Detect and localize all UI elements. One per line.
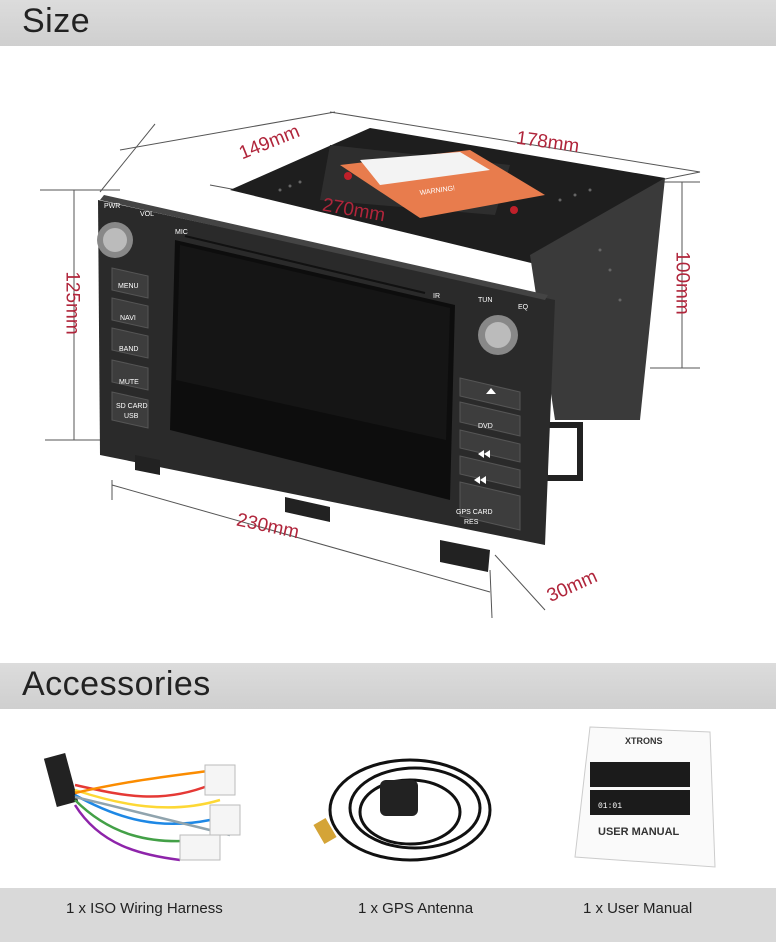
- dim-height-front: 125mm: [61, 271, 83, 335]
- vol-label: VOL: [140, 211, 154, 218]
- band-button-label: BAND: [119, 346, 138, 353]
- gps-antenna-image: [313, 758, 492, 862]
- accessory-label-gps: 1 x GPS Antenna: [358, 900, 474, 917]
- manual-time: 01:01: [598, 802, 622, 811]
- manual-brand: XTRONS: [625, 736, 663, 746]
- tun-label: TUN: [478, 297, 492, 304]
- mic-label: MIC: [175, 229, 188, 236]
- eject-icon: [486, 388, 496, 394]
- accessory-label-harness: 1 x ISO Wiring Harness: [66, 900, 223, 917]
- left-button-column: MENU NAVI BAND MUTE SD CARD USB PWR VOL …: [104, 203, 188, 429]
- dvd-button-label: DVD: [478, 423, 493, 430]
- menu-button-label: MENU: [118, 283, 139, 290]
- next-icon: [474, 476, 486, 484]
- right-button-column: DVD GPS CARD RES: [456, 377, 521, 531]
- car-radio-illustration: WARNING! MENU NAVI BAND MUTE SD CARD USB…: [40, 111, 701, 619]
- user-manual-image: XTRONS 01:01 USER MANUAL: [574, 726, 716, 868]
- size-section-header: Size: [0, 0, 776, 46]
- pwr-label: PWR: [104, 203, 120, 210]
- accessories-label-bar: [0, 888, 776, 942]
- usb-label: USB: [124, 413, 139, 420]
- previous-icon: [478, 450, 490, 458]
- dim-height-side: 100mm: [671, 251, 693, 315]
- ir-label: IR: [433, 293, 440, 300]
- accessories-section-header: Accessories: [0, 663, 776, 709]
- manual-title: USER MANUAL: [598, 826, 680, 838]
- sticker-warning-text: WARNING!: [419, 185, 455, 197]
- wiring-harness-image: [43, 753, 241, 862]
- mute-button-label: MUTE: [119, 379, 139, 386]
- size-section-title: Size: [22, 2, 91, 40]
- gps-card-label: GPS CARD: [456, 509, 493, 516]
- sd-card-label: SD CARD: [116, 403, 148, 410]
- navi-button-label: NAVI: [120, 315, 136, 322]
- res-label: RES: [464, 519, 479, 526]
- eq-label: EQ: [518, 304, 529, 311]
- accessories-section-title: Accessories: [22, 665, 211, 703]
- accessory-label-manual: 1 x User Manual: [583, 900, 693, 917]
